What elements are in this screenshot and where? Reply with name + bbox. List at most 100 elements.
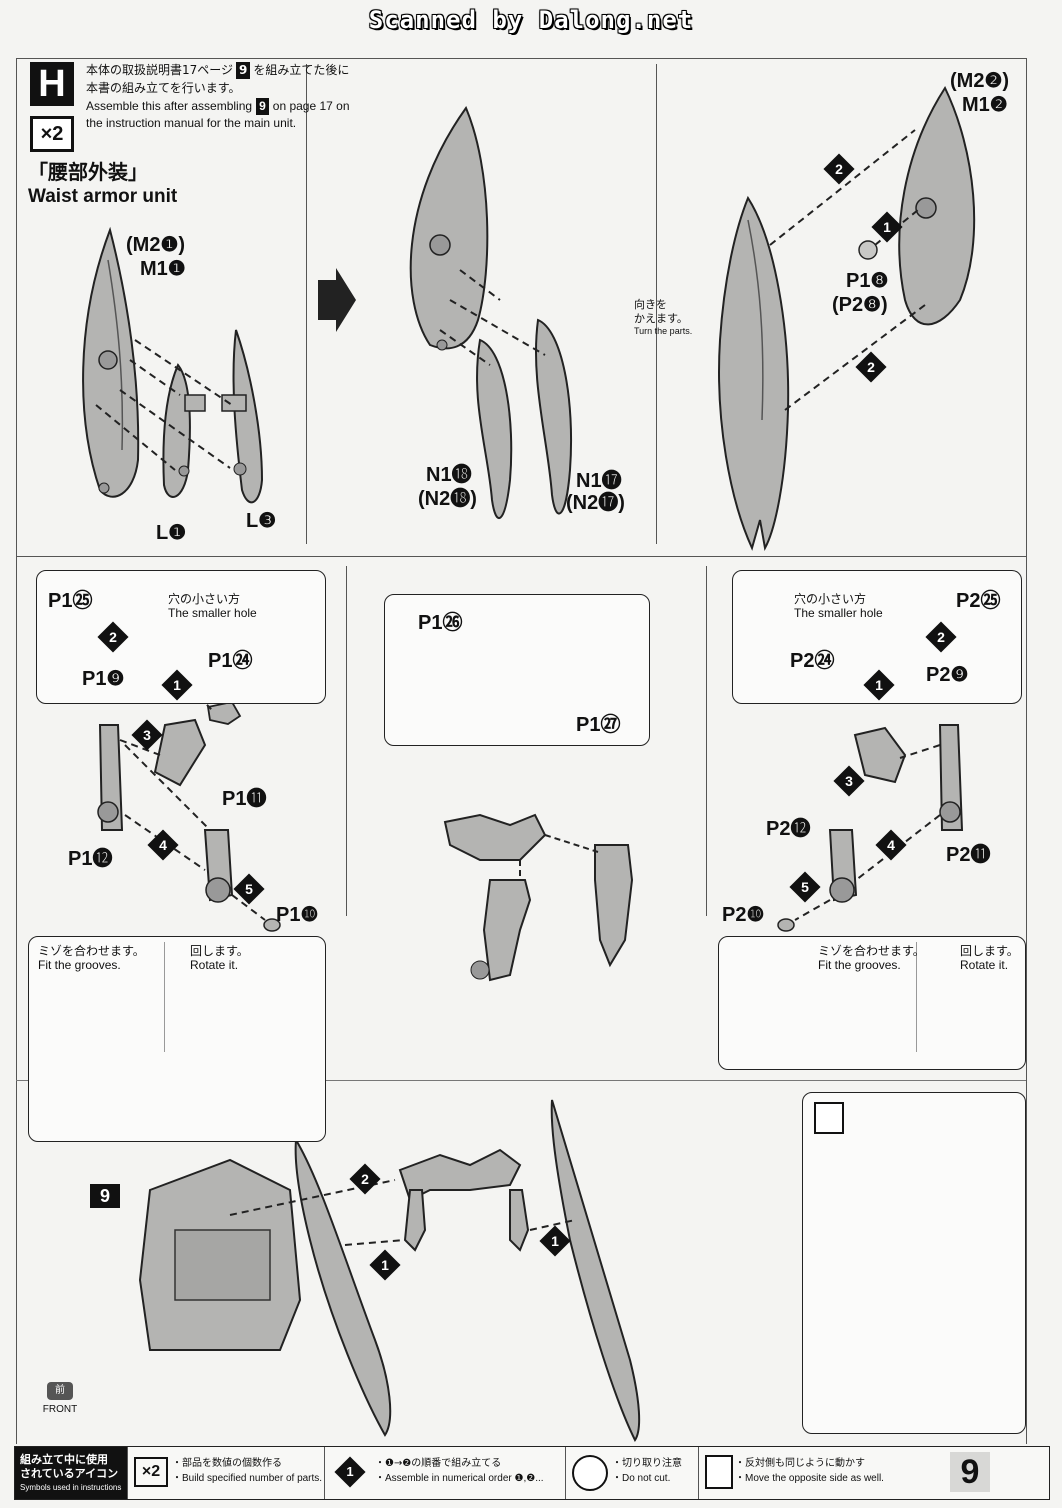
step-marker-right-1: 1 <box>875 677 883 693</box>
part-label-n2-18: (N2⓲) <box>418 488 477 510</box>
icon-legend: 組み立て中に使用 されているアイコン Symbols used in instr… <box>14 1446 1050 1500</box>
part-label-p1-12: P1⓬ <box>68 848 113 870</box>
legend-title-jp-1: 組み立て中に使用 <box>20 1453 108 1466</box>
part-label-m2-1: (M2❶) <box>126 234 186 256</box>
divider-4 <box>706 566 707 916</box>
scan-credit: Scanned by Dalong.net <box>368 6 694 34</box>
instruction-en-text: Assemble this after assembling <box>86 99 253 113</box>
frame-mid-line <box>16 556 1026 557</box>
part-label-p2-12: P2⓬ <box>766 818 811 840</box>
step-marker-left-4: 4 <box>159 837 167 853</box>
step-marker-left-1: 1 <box>173 677 181 693</box>
instruction-jp-text: 本体の取扱説明書17ページ <box>86 63 234 77</box>
instruction-jp-line2: 本書の組み立てを行います。 <box>86 81 241 95</box>
step-marker-2a: 2 <box>835 161 843 177</box>
part-label-m1-1: M1❶ <box>140 258 186 280</box>
rotate-jp-right: 回します。 <box>960 944 1019 958</box>
instruction-en-line2: the instruction manual for the main unit… <box>86 116 297 130</box>
grooves-en-right: Fit the grooves. <box>818 958 901 972</box>
smaller-hole-jp-right: 穴の小さい方 <box>794 592 867 606</box>
step-marker-left-5: 5 <box>245 881 253 897</box>
step-marker-left-2: 2 <box>109 629 117 645</box>
instruction-jp-text-b: を組み立てた後に <box>253 63 350 77</box>
grooves-jp-left: ミゾを合わせます。 <box>38 944 145 958</box>
part-label-n1-18: N1⓲ <box>426 464 472 486</box>
legend-opposite-jp: ・反対側も同じように動かす <box>735 1458 865 1469</box>
turn-note-jp-1: 向きを <box>634 298 667 311</box>
callout-right-grooves <box>718 936 1026 1070</box>
part-label-l1: L❶ <box>156 522 187 544</box>
step-marker-right-2: 2 <box>937 629 945 645</box>
part-label-p2-11: P2⓫ <box>946 844 991 866</box>
part-label-p1-9: P1❾ <box>82 668 125 690</box>
smaller-hole-en-right: The smaller hole <box>794 606 883 620</box>
part-label-l3: L❸ <box>246 510 277 532</box>
rotate-en-left: Rotate it. <box>190 958 239 972</box>
divider-lower <box>16 1080 1026 1081</box>
turn-note-en: Turn the parts. <box>634 326 693 336</box>
opposite-side-legend-icon <box>705 1455 733 1489</box>
step-marker-bottom-1b: 1 <box>551 1233 559 1249</box>
frame-right-line <box>1026 58 1027 1444</box>
step-marker-1: 1 <box>883 219 891 235</box>
grooves-jp-right: ミゾを合わせます。 <box>818 944 925 958</box>
legend-cut-cell: ・切り取り注意 ・Do not cut. <box>566 1447 699 1499</box>
divider-3 <box>346 566 347 916</box>
part-label-p1-27: P1㉗ <box>576 714 621 736</box>
step-ref-9: 9 <box>90 1184 120 1208</box>
legend-x2-en: ・Build specified number of parts. <box>172 1473 323 1484</box>
step-marker-right-5: 5 <box>801 879 809 895</box>
grooves-en-left: Fit the grooves. <box>38 958 121 972</box>
callout-right-smaller-hole <box>732 570 1022 704</box>
smaller-hole-jp-left: 穴の小さい方 <box>168 592 241 606</box>
part-label-p2-25: P2㉕ <box>956 590 1001 612</box>
quantity-badge: ×2 <box>30 116 74 152</box>
part-label-p1-26: P1㉖ <box>418 612 463 634</box>
rotate-en-right: Rotate it. <box>960 958 1009 972</box>
page-number: 9 <box>950 1452 990 1492</box>
front-jp: 前 <box>47 1382 73 1400</box>
section-title-en: Waist armor unit <box>28 186 178 207</box>
legend-x2-icon: ×2 <box>134 1457 168 1487</box>
part-label-p2-24: P2㉔ <box>790 650 835 672</box>
frame-left-line <box>16 58 17 1444</box>
frame-top-line <box>16 58 1026 59</box>
part-label-p1-11: P1⓫ <box>222 788 267 810</box>
callout-left-grooves <box>28 936 326 1142</box>
step-marker-right-4: 4 <box>887 837 895 853</box>
step-marker-left-3: 3 <box>143 727 151 743</box>
smaller-hole-en-left: The smaller hole <box>168 606 257 620</box>
step-marker-bottom-1a: 1 <box>381 1257 389 1273</box>
callout-opposite-side <box>802 1092 1026 1434</box>
legend-title-en: Symbols used in instructions <box>20 1483 122 1492</box>
part-label-p1-8: P1❽ <box>846 270 889 292</box>
front-icon: 前 FRONT <box>40 1382 80 1422</box>
step-marker-2b: 2 <box>867 359 875 375</box>
step-ref-box-en: 9 <box>256 98 269 115</box>
divider-2 <box>656 64 657 544</box>
legend-cut-jp: ・切り取り注意 <box>612 1458 682 1469</box>
legend-order-jp: ・❶→❷の順番で組み立てる <box>375 1458 502 1469</box>
callout-divider <box>916 942 917 1052</box>
turn-note-jp-2: かえます。 <box>634 312 688 325</box>
callout-center <box>384 594 650 746</box>
opposite-side-icon <box>814 1102 844 1134</box>
step-marker-right-3: 3 <box>845 773 853 789</box>
legend-x2-jp: ・部品を数値の個数作る <box>172 1458 282 1469</box>
part-label-m2-2: (M2❷) <box>950 70 1010 92</box>
legend-title-cell: 組み立て中に使用 されているアイコン Symbols used in instr… <box>15 1447 128 1499</box>
legend-title-jp-2: されているアイコン <box>20 1467 119 1480</box>
step-marker-bottom-2: 2 <box>361 1171 369 1187</box>
part-label-p2-8: (P2❽) <box>832 294 888 316</box>
part-label-p1-25: P1㉕ <box>48 590 93 612</box>
part-label-m1-2: M1❷ <box>962 94 1008 116</box>
legend-cut-en: ・Do not cut. <box>612 1473 671 1484</box>
callout-divider <box>164 942 165 1052</box>
divider-1 <box>306 64 307 544</box>
part-label-n2-17: (N2⓱) <box>566 492 625 514</box>
part-label-n1-17: N1⓱ <box>576 470 622 492</box>
part-label-p1-10: P1❿ <box>276 904 319 926</box>
part-label-p1-24: P1㉔ <box>208 650 253 672</box>
